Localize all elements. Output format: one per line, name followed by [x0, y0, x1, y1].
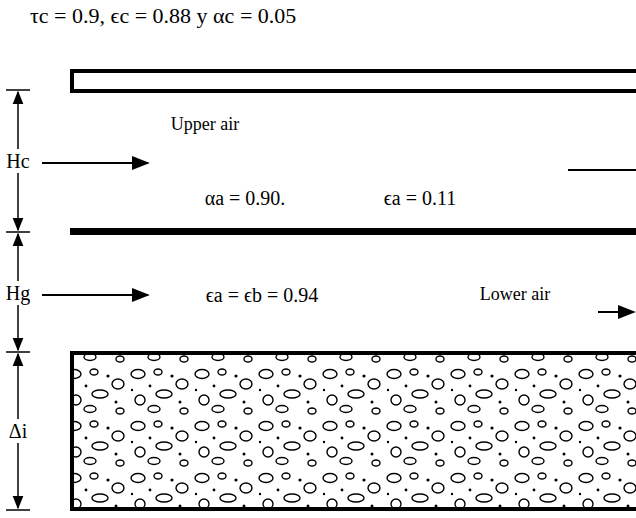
absorber-plate [70, 228, 636, 235]
outlet-arrow [598, 311, 634, 313]
property-note: αa = 0.90. [205, 187, 286, 209]
inlet-arrow [42, 162, 148, 164]
region-label: Upper air [171, 115, 239, 135]
property-note: τc = 0.9, ϵc = 0.88 y αc = 0.05 [30, 4, 296, 28]
region-label: Lower air [480, 285, 550, 305]
glass-cover [72, 71, 636, 91]
outlet-line [568, 169, 636, 171]
property-note: ϵa = ϵb = 0.94 [206, 284, 319, 306]
dimension-label: Δi [7, 419, 29, 443]
dimension-label: Hg [4, 281, 32, 305]
insulation-block [72, 353, 636, 509]
inlet-arrow [42, 294, 148, 296]
property-note: ϵa = 0.11 [384, 187, 457, 209]
dimension-label: Hc [4, 149, 31, 173]
